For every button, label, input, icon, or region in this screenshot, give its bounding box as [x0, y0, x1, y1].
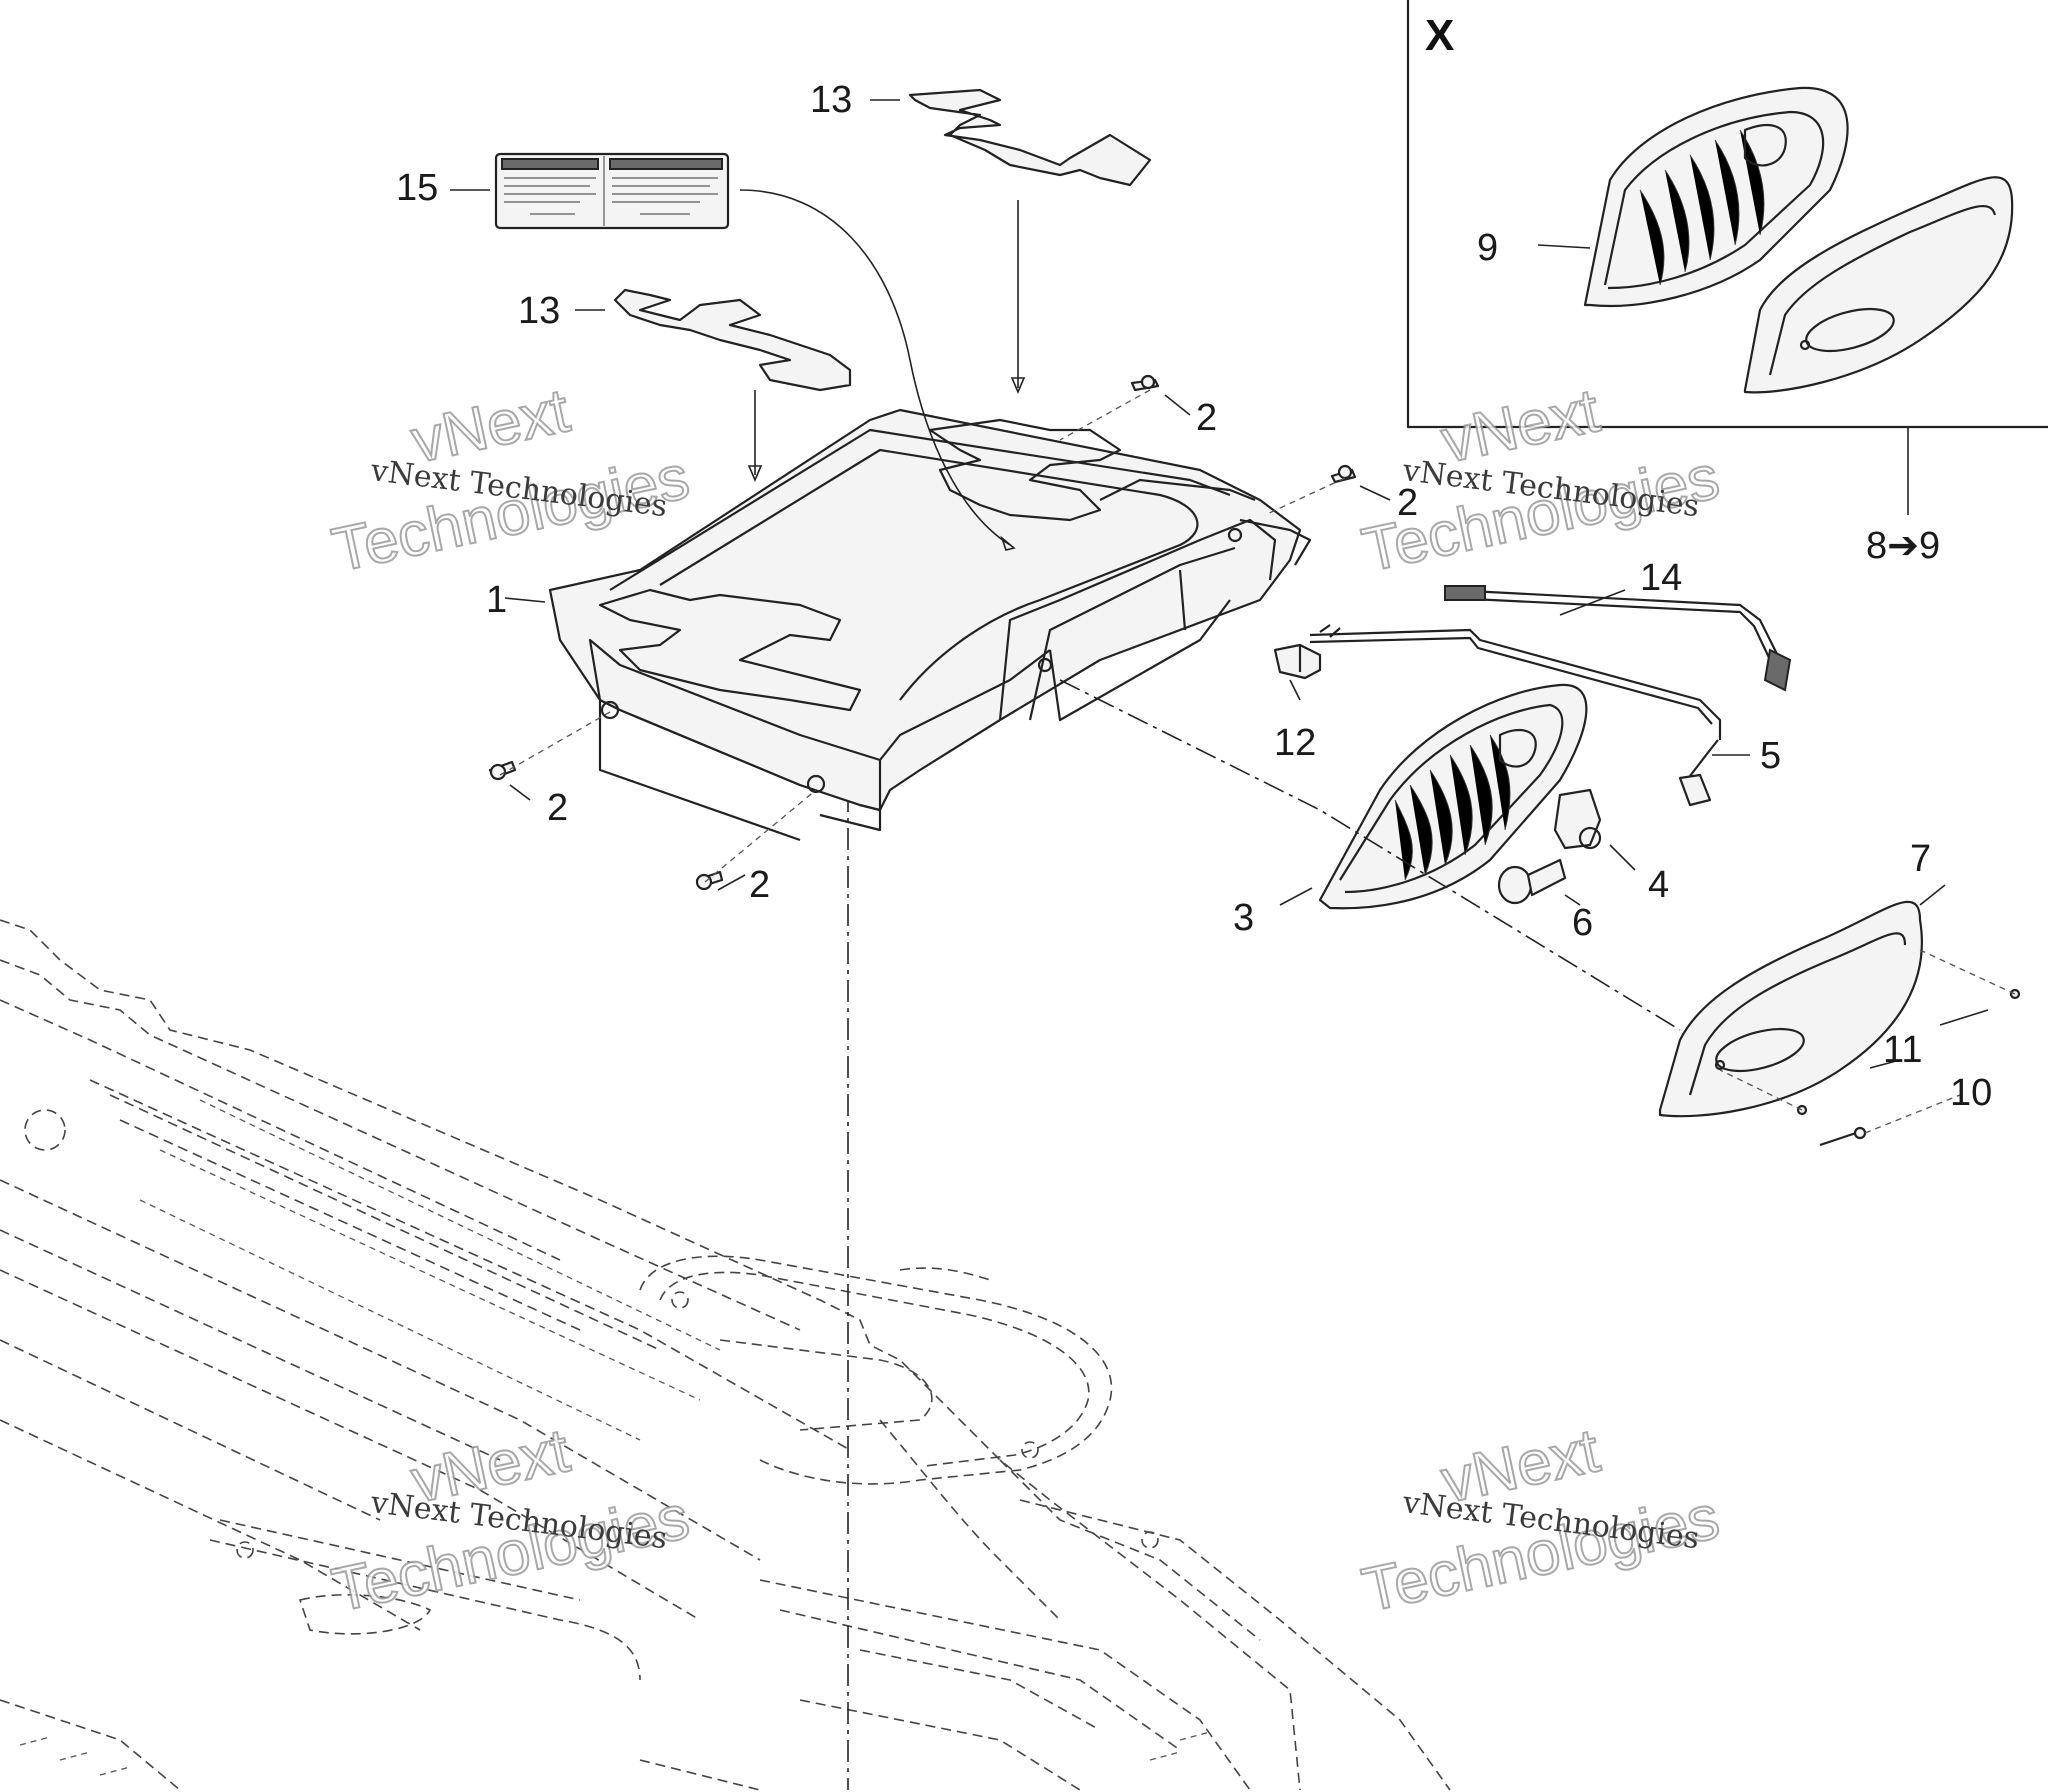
- callout-11: 11: [1883, 1029, 1922, 1071]
- wiring-harness-14: [1309, 585, 1792, 740]
- callout-2-left: 2: [547, 787, 568, 829]
- callout-13-upper: 13: [810, 79, 852, 121]
- bulb-holder-4: [1553, 788, 1602, 850]
- socket-5: [1678, 739, 1719, 807]
- callout-7: 7: [1910, 838, 1931, 880]
- callout-15: 15: [396, 167, 438, 209]
- callout-3: 3: [1233, 897, 1254, 939]
- callout-12: 12: [1274, 722, 1316, 764]
- callout-13-lower: 13: [518, 290, 560, 332]
- callout-14: 14: [1640, 557, 1682, 599]
- pad-13-upper: [908, 88, 1152, 187]
- screw-2-top: [1130, 374, 1160, 392]
- chassis-phantom-frame: [0, 919, 1451, 1791]
- leader-lines: [450, 99, 1989, 1069]
- bulb-6: [1497, 858, 1567, 905]
- lens-7: [1658, 900, 1923, 1118]
- inset-housing-9: [1583, 86, 1849, 308]
- pad-13-lower: [613, 288, 852, 392]
- callout-9: 9: [1477, 227, 1498, 269]
- screw-2-left: [488, 760, 517, 781]
- lamp-assembly-axis: [1059, 679, 1681, 1031]
- lamp-housing-3: [1318, 683, 1588, 910]
- callout-2-right: 2: [1397, 482, 1418, 524]
- screw-2-right: [1330, 464, 1357, 484]
- callout-labels: 1 2 2 2 2 3 4 5 6 7 9 10 11 12 13 13 14 …: [396, 11, 1992, 1114]
- callout-8-to-9: 8➔9: [1866, 525, 1940, 567]
- rack-tray-part: [548, 408, 1312, 842]
- callout-10: 10: [1950, 1072, 1992, 1114]
- callout-4: 4: [1648, 864, 1669, 906]
- callout-5: 5: [1760, 735, 1781, 777]
- connector-12: [1273, 643, 1322, 680]
- callout-1: 1: [486, 579, 507, 621]
- screw-2-bottom: [695, 870, 724, 891]
- inset-lens-8: [1743, 176, 2014, 394]
- warning-decal-15: [494, 152, 730, 230]
- inset-detail-x: [1406, 0, 2048, 515]
- callout-2-top: 2: [1196, 397, 1217, 439]
- callout-2-bottom: 2: [749, 864, 770, 906]
- callout-6: 6: [1572, 902, 1593, 944]
- inset-letter-x: X: [1425, 11, 1454, 60]
